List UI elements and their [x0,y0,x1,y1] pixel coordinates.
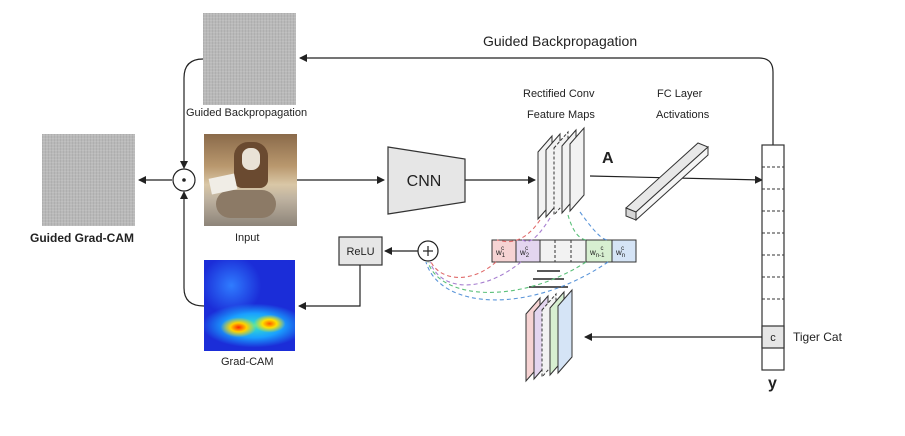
weights-vector: w1c w2c wn-1c wnc [491,239,637,263]
relu-text: ReLU [346,246,374,258]
cnn-text: CNN [407,173,442,190]
curve-purple-plus [429,261,522,286]
dog-face [242,148,260,170]
gradcam-label: Grad-CAM [221,356,274,368]
fc-activation-bar [625,142,709,222]
weight-label-1: w1c [495,246,506,259]
guided-backprop-top-label: Guided Backpropagation [483,33,638,49]
curve-red [496,219,541,243]
cnn-block [387,146,466,215]
curve-green-plus [427,261,587,293]
weight-cell-5 [611,239,637,263]
curve-blue-plus [425,261,609,301]
fc-layer-label-1: FC Layer [657,88,703,100]
feature-maps-stack [537,126,585,221]
guided-gradcam-image [42,134,135,226]
cat-figure [216,190,276,218]
weighted-combination-curves [425,211,610,301]
rectified-conv-label-2: Feature Maps [527,109,595,121]
weight-cell-3 [539,239,587,263]
output-vector [761,144,785,371]
input-label: Input [235,232,260,244]
class-c-text: c [770,332,776,344]
curve-blue [579,211,610,241]
relu-box [338,236,383,266]
weight-label-4: wn-1c [589,246,605,259]
gb-to-multiply-arrow [180,58,204,169]
weight-label-5: wnc [615,246,625,259]
tiger-cat-label: Tiger Cat [793,330,842,344]
relu-to-gradcam-arrow [298,265,361,310]
activation-A-label: A [602,150,614,167]
output-y-label: y [768,375,777,392]
rectified-conv-label-1: Rectified Conv [523,88,595,100]
guided-backprop-arrow [299,54,774,145]
curve-purple [521,217,551,243]
guided-backprop-image [203,13,296,105]
gradient-maps-stack [525,288,573,383]
guided-gradcam-label: Guided Grad-CAM [30,231,134,245]
weight-label-2: w2c [519,246,530,259]
curve-red-plus [430,261,497,278]
multiply-dot [182,178,186,182]
gradcam-heatmap-image [204,260,295,351]
guided-backprop-image-label: Guided Backpropagation [186,107,308,119]
gradcam-to-multiply-arrow [180,191,205,307]
input-image [204,134,297,226]
fc-layer-label-2: Activations [656,109,710,121]
